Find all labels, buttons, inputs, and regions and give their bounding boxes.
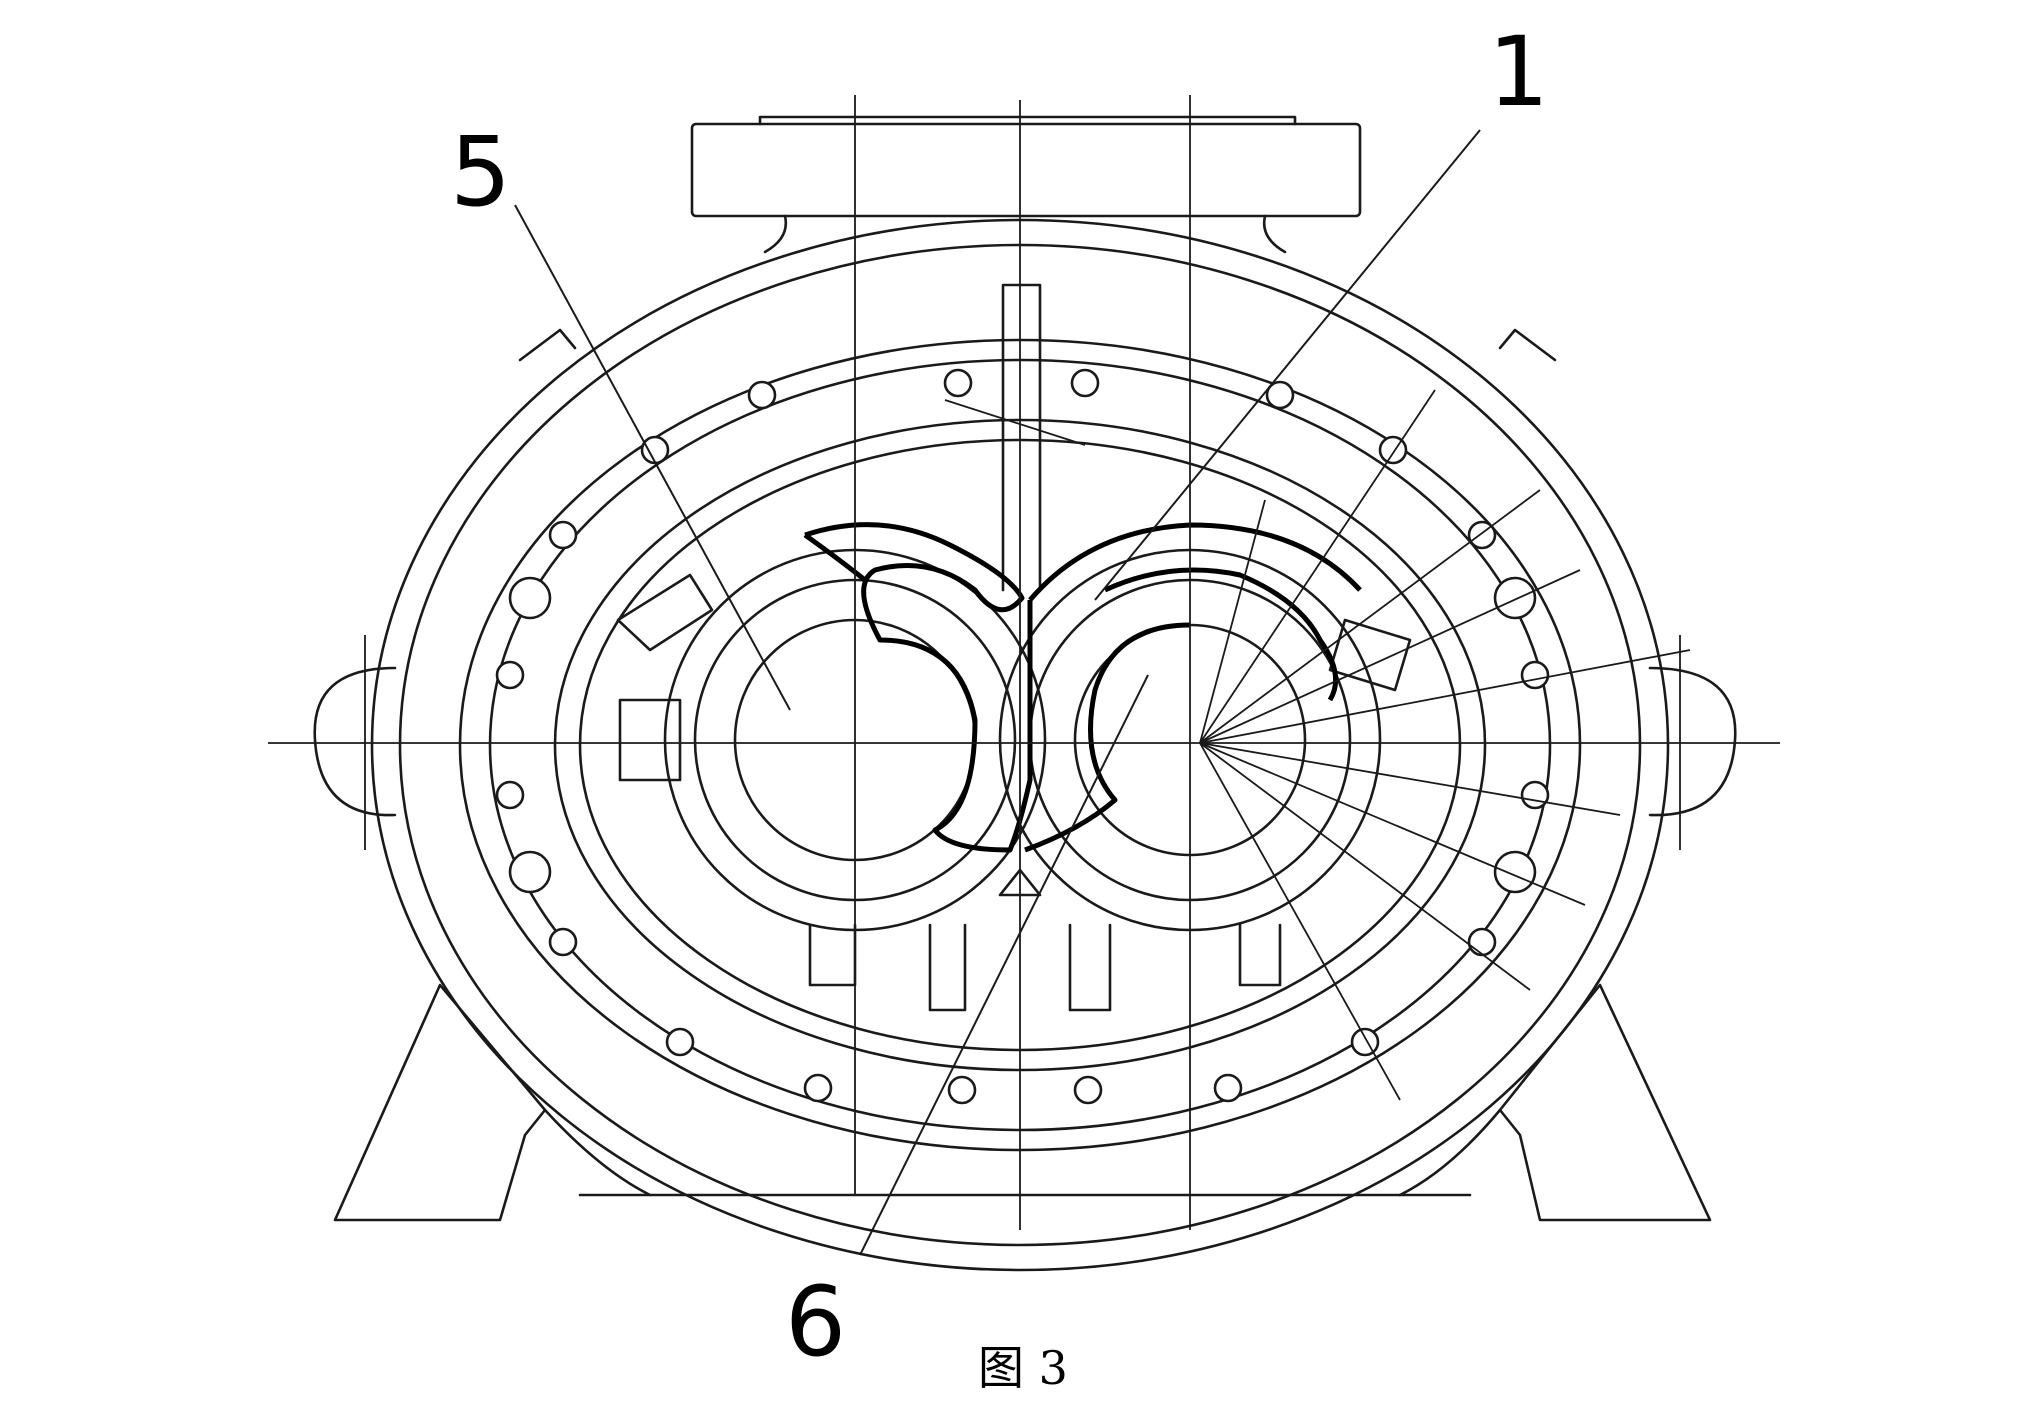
callout-5: 5 xyxy=(450,116,511,228)
center-lines xyxy=(268,95,1780,1230)
figure-caption: 图 3 xyxy=(978,1341,1068,1395)
callout-6: 6 xyxy=(785,1266,846,1378)
leader-5 xyxy=(514,204,791,711)
leader-lines xyxy=(514,129,1481,1256)
leader-1 xyxy=(1094,129,1481,601)
radial-lines xyxy=(944,389,1691,1101)
pump-casing xyxy=(313,115,1737,1272)
leader-6 xyxy=(859,674,1149,1256)
bolt-holes xyxy=(495,368,1550,1105)
callout-1: 1 xyxy=(1488,16,1549,128)
